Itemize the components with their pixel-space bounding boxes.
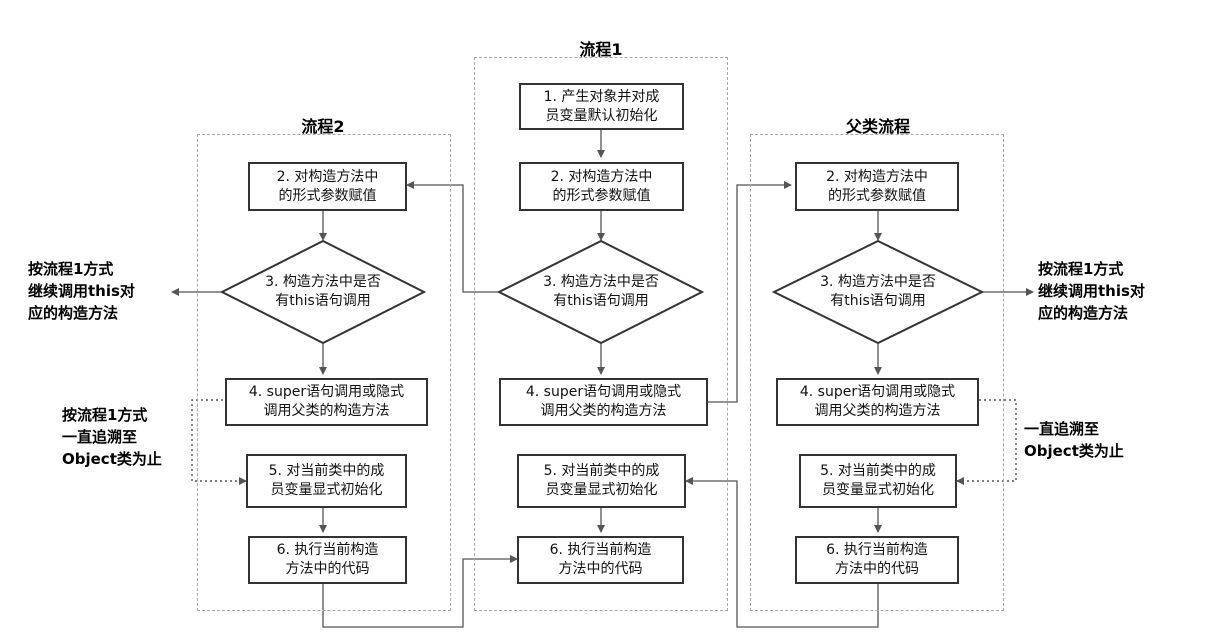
flow2-decision-diamond bbox=[219, 239, 427, 345]
flow2-return-to-flow1-arrow bbox=[322, 555, 518, 628]
parent-title: 父类流程 bbox=[845, 117, 911, 136]
flow2-step4-label: 4. super语句调用或隐式 调用父类的构造方法 bbox=[248, 384, 405, 419]
parent-step5-box: 5. 对当前类中的成 员变量显式初始化 bbox=[799, 454, 957, 508]
parent-step6-label: 6. 执行当前构造 方法中的代码 bbox=[826, 542, 928, 577]
parent-step2-label: 2. 对构造方法中 的形式参数赋值 bbox=[826, 168, 928, 204]
parent-step4-label: 4. super语句调用或隐式 调用父类的构造方法 bbox=[799, 384, 956, 419]
flow2-step5-box: 5. 对当前类中的成 员变量显式初始化 bbox=[246, 454, 407, 508]
parent-step6-box: 6. 执行当前构造 方法中的代码 bbox=[795, 536, 959, 584]
flow1-step2-box: 2. 对构造方法中 的形式参数赋值 bbox=[519, 162, 684, 211]
flow2-step4-box: 4. super语句调用或隐式 调用父类的构造方法 bbox=[225, 378, 428, 426]
flow1-frame bbox=[474, 57, 728, 611]
flow1-this-to-flow2-arrow bbox=[406, 181, 499, 293]
flow1-step6-box: 6. 执行当前构造 方法中的代码 bbox=[517, 536, 684, 584]
flow1-step5-label: 5. 对当前类中的成 员变量显式初始化 bbox=[543, 463, 660, 498]
flow1-step1-label: 1. 产生对象并对成 员变量默认初始化 bbox=[543, 88, 660, 124]
left-trace-note: 按流程1方式 一直追溯至 Object类为止 bbox=[62, 406, 162, 468]
flow1-decision-diamond bbox=[496, 239, 705, 345]
flow2-step2-box: 2. 对构造方法中 的形式参数赋值 bbox=[248, 162, 407, 211]
flow1-step6-label: 6. 执行当前构造 方法中的代码 bbox=[549, 542, 652, 577]
flow2-trace-dotted-arrow bbox=[191, 399, 248, 485]
flow1-step5-box: 5. 对当前类中的成 员变量显式初始化 bbox=[517, 454, 686, 508]
flow2-title: 流程2 bbox=[301, 117, 345, 136]
flow2-step5-label: 5. 对当前类中的成 员变量显式初始化 bbox=[268, 463, 385, 498]
parent-return-to-flow1-arrow bbox=[685, 477, 879, 628]
right-this-note: 按流程1方式 继续调用this对 应的构造方法 bbox=[1038, 260, 1145, 322]
flow1-super-to-parent-arrow bbox=[708, 181, 792, 403]
parent-frame bbox=[750, 134, 1004, 611]
parent-step2-box: 2. 对构造方法中 的形式参数赋值 bbox=[795, 162, 959, 211]
flow2-step2-label: 2. 对构造方法中 的形式参数赋值 bbox=[276, 168, 379, 204]
left-this-note: 按流程1方式 继续调用this对 应的构造方法 bbox=[28, 260, 135, 322]
flow1-step2-label: 2. 对构造方法中 的形式参数赋值 bbox=[550, 168, 653, 204]
flow2-frame bbox=[197, 134, 451, 611]
flow2-step6-box: 6. 执行当前构造 方法中的代码 bbox=[248, 536, 407, 584]
flow1-title: 流程1 bbox=[579, 40, 623, 59]
flow2-step6-label: 6. 执行当前构造 方法中的代码 bbox=[276, 542, 379, 577]
parent-step5-label: 5. 对当前类中的成 员变量显式初始化 bbox=[820, 463, 936, 498]
flow1-step4-box: 4. super语句调用或隐式 调用父类的构造方法 bbox=[499, 378, 708, 426]
flow1-step4-label: 4. super语句调用或隐式 调用父类的构造方法 bbox=[525, 384, 682, 419]
flow1-step1-box: 1. 产生对象并对成 员变量默认初始化 bbox=[519, 83, 684, 130]
right-trace-note: 一直追溯至 Object类为止 bbox=[1024, 420, 1124, 460]
parent-step4-box: 4. super语句调用或隐式 调用父类的构造方法 bbox=[776, 378, 979, 426]
parent-decision-diamond bbox=[771, 239, 985, 345]
